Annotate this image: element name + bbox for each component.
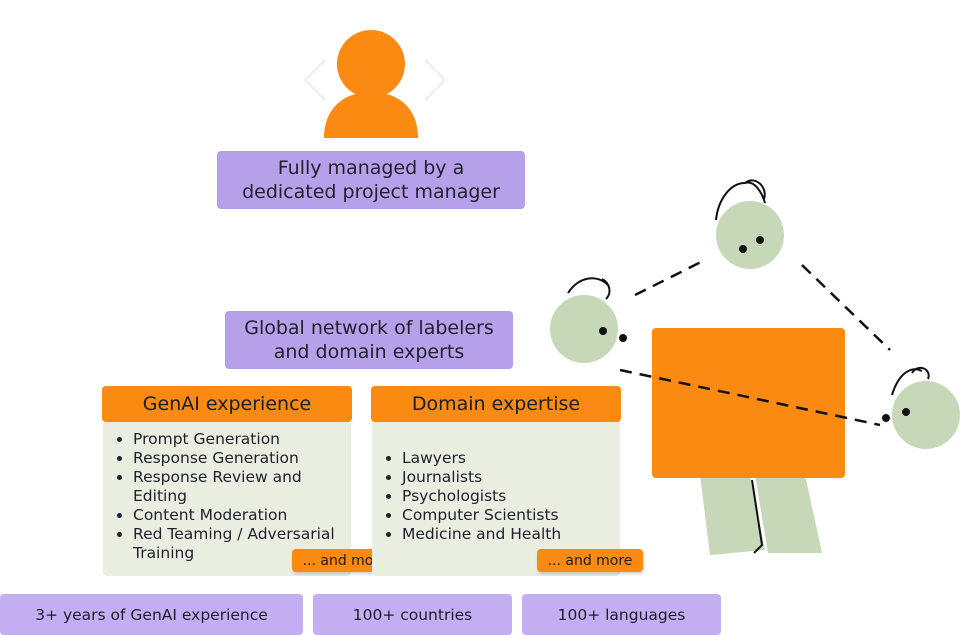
domain-item-psychologists: Psychologists — [402, 487, 620, 506]
domain-item-journalists: Journalists — [402, 468, 620, 487]
domain-item-computer-scientists: Computer Scientists — [402, 506, 620, 525]
genai-item-prompt-generation: Prompt Generation — [133, 430, 351, 449]
connector-left-to-top — [634, 258, 706, 297]
stat-years-experience: 3+ years of GenAI experience — [0, 594, 303, 635]
project-manager-line-1: Fully managed by a — [277, 157, 465, 179]
figure-body — [652, 328, 845, 478]
domain-expertise-panel: Lawyers Journalists Psychologists Comput… — [372, 420, 620, 576]
connector-left-to-right — [619, 368, 881, 427]
stat-countries: 100+ countries — [313, 594, 512, 635]
genai-experience-header: GenAI experience — [102, 386, 352, 422]
genai-and-more-tag: ... and more — [292, 549, 398, 572]
genai-item-red-teaming: Red Teaming / Adversarial Training — [133, 525, 351, 563]
domain-expertise-list: Lawyers Journalists Psychologists Comput… — [372, 420, 620, 544]
project-manager-line-2: dedicated project manager — [242, 181, 500, 203]
global-network-line-2: and domain experts — [273, 341, 465, 363]
genai-experience-list: Prompt Generation Response Generation Re… — [103, 420, 351, 563]
project-manager-label: Fully managed by a dedicated project man… — [217, 151, 525, 209]
connected-people-illustration — [550, 179, 960, 555]
genai-item-content-moderation: Content Moderation — [133, 506, 351, 525]
head-left — [550, 295, 618, 363]
domain-and-more-tag: ... and more — [537, 549, 643, 572]
domain-expertise-header: Domain expertise — [371, 386, 621, 422]
stat-languages: 100+ languages — [522, 594, 721, 635]
genai-experience-panel: Prompt Generation Response Generation Re… — [103, 420, 351, 576]
head-top — [716, 201, 784, 269]
genai-item-response-review: Response Review and Editing — [133, 468, 351, 506]
domain-item-medicine-health: Medicine and Health — [402, 525, 620, 544]
global-network-line-1: Global network of labelers — [244, 317, 494, 339]
figure-legs — [700, 475, 822, 555]
connector-top-to-right — [801, 264, 891, 351]
person-icon — [304, 30, 446, 138]
global-network-label: Global network of labelers and domain ex… — [225, 311, 513, 369]
domain-item-lawyers: Lawyers — [402, 449, 620, 468]
genai-item-response-generation: Response Generation — [133, 449, 351, 468]
head-right — [892, 381, 960, 449]
